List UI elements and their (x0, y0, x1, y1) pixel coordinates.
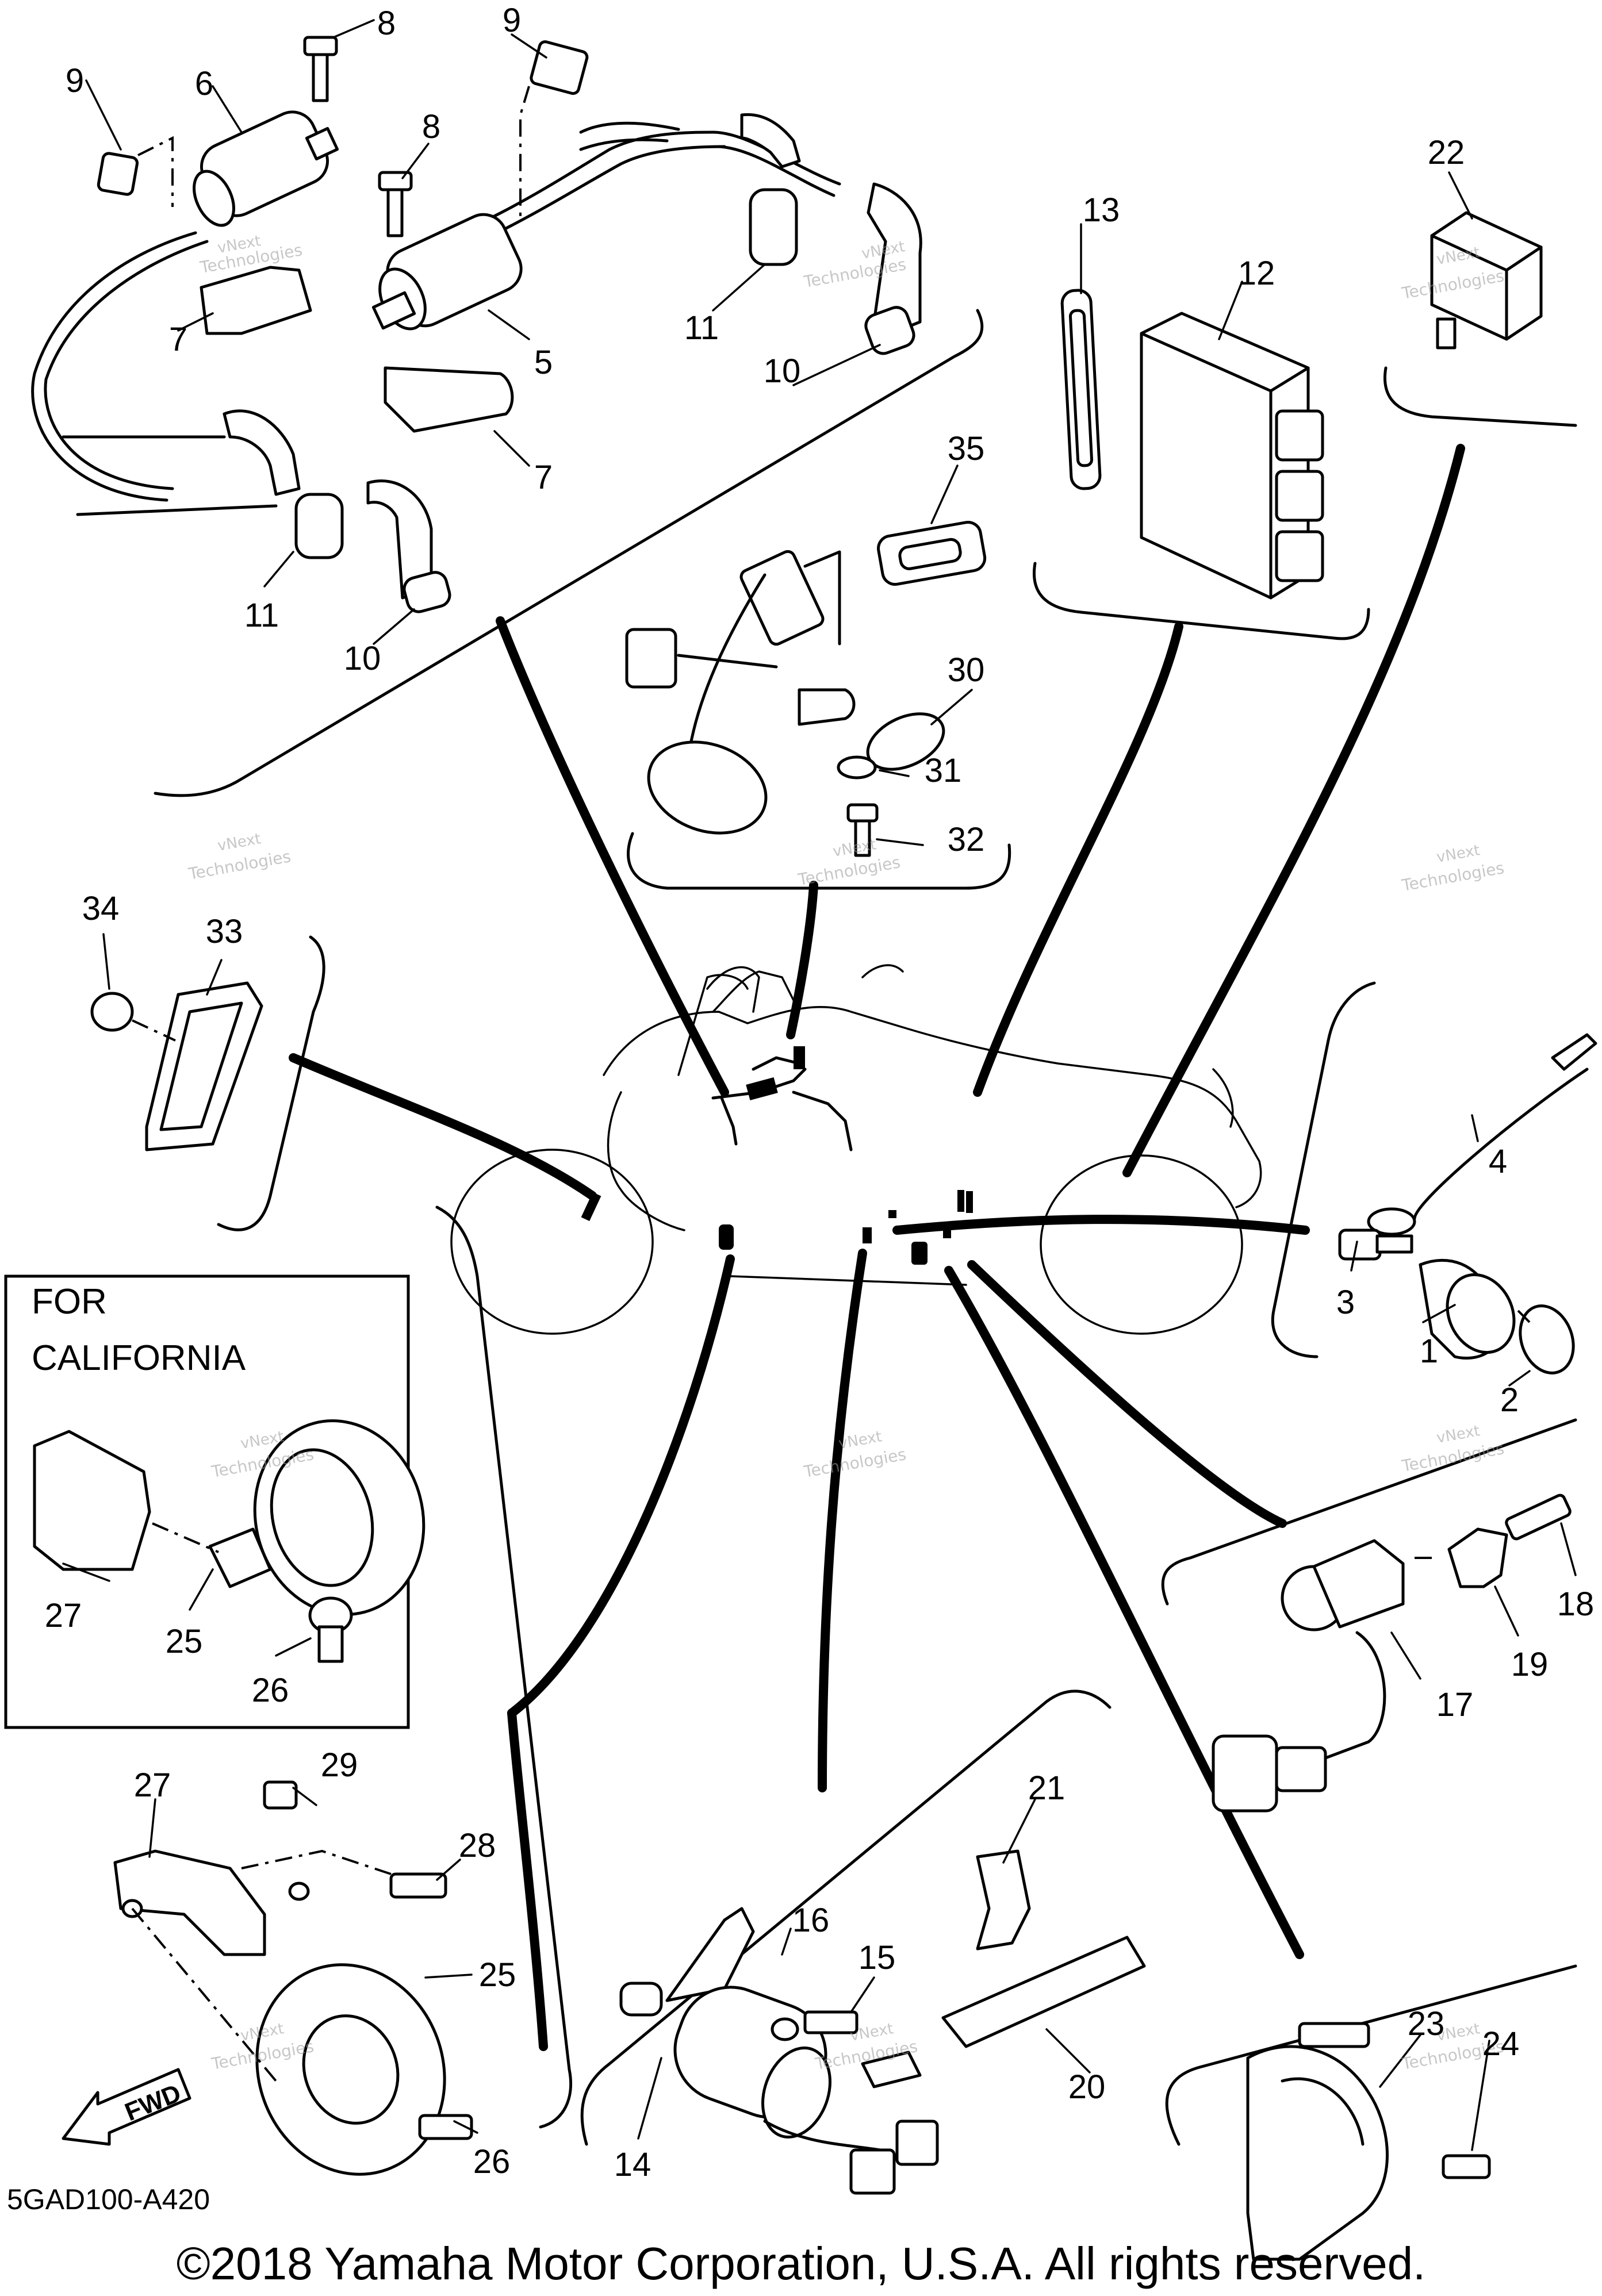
part-number: 7 (169, 321, 187, 358)
callout-leaders (62, 19, 1577, 2151)
crank-position-sensor (1212, 1493, 1572, 1813)
part-number: 27 (45, 1597, 82, 1634)
california-label-state: CALIFORNIA (32, 1338, 246, 1378)
part-number: 26 (473, 2143, 511, 2180)
part-number: 7 (534, 459, 553, 496)
copyright-notice: ©2018 Yamaha Motor Corporation, U.S.A. A… (177, 2238, 1426, 2289)
part-number: 17 (1436, 1686, 1474, 1723)
part-number: 30 (948, 651, 985, 689)
part-number: 9 (503, 2, 521, 39)
part-number: 19 (1511, 1646, 1549, 1683)
part-number: 6 (195, 65, 213, 102)
california-label-for: FOR (32, 1282, 107, 1322)
speed-sensor-and-cable (1338, 1033, 1597, 1374)
part-number: 34 (82, 890, 120, 927)
part-number: 10 (344, 640, 381, 677)
part-number-labels: 8 9 9 6 8 7 5 11 10 7 11 10 13 12 22 35 … (45, 2, 1595, 2183)
part-number: 11 (684, 309, 719, 347)
fuel-sender (625, 520, 987, 857)
part-number: 21 (1028, 1769, 1066, 1807)
diagram-code: 5GAD100-A420 (7, 2183, 210, 2216)
part-number: 24 (1482, 2025, 1520, 2063)
part-number: 15 (859, 1939, 896, 1976)
part-number: 13 (1083, 191, 1120, 229)
part-number: 12 (1238, 255, 1275, 292)
horn-assemblies (113, 1780, 1491, 2261)
part-number: 25 (166, 1623, 203, 1660)
part-number: 20 (1068, 2068, 1106, 2106)
callout-frames (154, 309, 1577, 2146)
leader-lines (289, 444, 1465, 2051)
part-number: 31 (925, 752, 962, 789)
part-number: 27 (134, 1767, 171, 1804)
ignition-coil-assembly (31, 36, 922, 613)
part-number: 32 (948, 821, 985, 858)
part-number: 29 (321, 1746, 358, 1784)
part-number: 11 (244, 597, 279, 634)
part-number: 5 (534, 344, 553, 381)
california-inset: FOR CALIFORNIA (4, 1274, 426, 1729)
part-number: 3 (1336, 1284, 1355, 1321)
reflector (90, 981, 263, 1151)
part-number: 18 (1557, 1585, 1595, 1623)
part-number: 4 (1489, 1143, 1507, 1180)
part-number: 10 (764, 352, 801, 390)
starter-motor-and-relay (619, 1849, 1146, 2195)
part-number: 22 (1428, 134, 1465, 171)
part-number: 33 (206, 913, 243, 950)
part-number: 1 (1420, 1333, 1438, 1370)
part-number: 8 (377, 5, 396, 42)
ecu-and-relay (1060, 211, 1543, 600)
part-number: 28 (459, 1827, 496, 1864)
part-number: 35 (948, 430, 985, 467)
motorcycle-silhouette (450, 964, 1262, 1335)
part-number: 2 (1500, 1381, 1519, 1419)
part-number: 9 (66, 62, 84, 99)
part-number: 23 (1408, 2005, 1445, 2042)
part-number: 16 (792, 1902, 830, 1939)
part-number: 8 (422, 108, 440, 145)
part-number: 14 (614, 2146, 651, 2183)
part-number: 25 (479, 1956, 516, 1994)
part-number: 26 (252, 1672, 289, 1709)
